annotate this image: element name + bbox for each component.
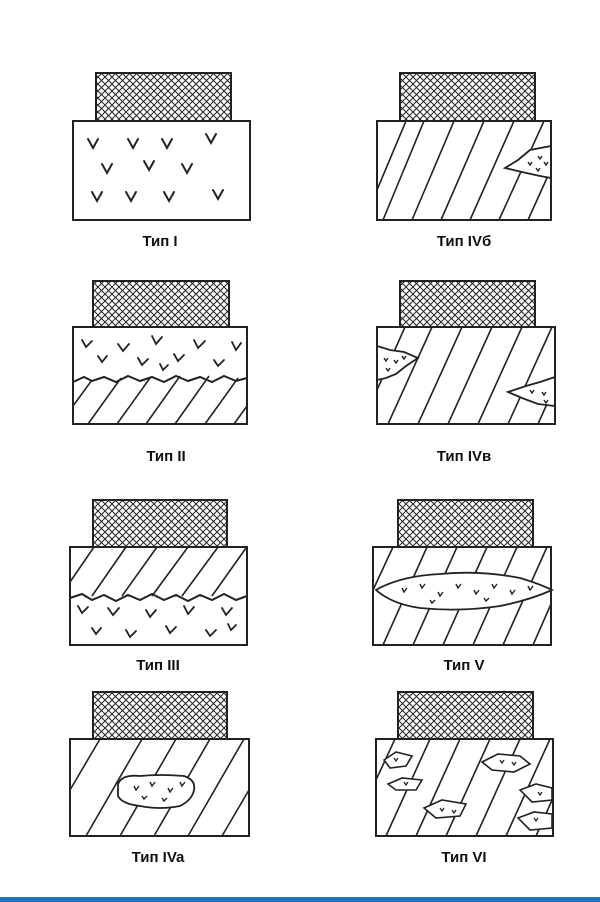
coating-block	[95, 72, 232, 122]
substrate-block	[376, 326, 556, 425]
coating-block	[399, 72, 536, 122]
coating-block	[92, 280, 230, 328]
lens-marks	[401, 583, 534, 605]
hatch-lines	[72, 375, 248, 425]
panel-type-5	[372, 499, 555, 646]
bottom-accent-bar	[0, 897, 600, 902]
coating-block	[397, 499, 534, 548]
coating-block	[92, 499, 228, 548]
caption-type-4v: Тип IVв	[436, 448, 492, 465]
panel-type-2	[72, 280, 248, 425]
panel-type-3	[69, 499, 248, 646]
porous-marks	[81, 335, 242, 372]
scattered-lumps	[382, 751, 553, 831]
hatch-lines	[69, 546, 247, 597]
panel-type-1	[72, 72, 251, 221]
panel-type-4v	[376, 280, 556, 425]
substrate-block	[376, 120, 552, 221]
pocket-marks	[527, 155, 549, 173]
panel-type-4a	[69, 691, 250, 837]
interface-line	[69, 592, 248, 603]
panel-type-4b	[376, 72, 552, 221]
substrate-block	[375, 738, 554, 837]
pocket-marks	[383, 355, 549, 405]
caption-type-5: Тип V	[443, 657, 485, 674]
substrate-block	[72, 326, 248, 425]
lump-marks	[393, 757, 543, 823]
coating-block	[399, 280, 536, 328]
substrate-block	[372, 546, 552, 646]
inclusion-pocket-left	[376, 344, 420, 382]
caption-type-1: Тип I	[142, 233, 178, 250]
substrate-block	[69, 738, 250, 837]
caption-type-6: Тип VI	[441, 849, 487, 866]
lump-marks	[133, 781, 186, 803]
porous-marks	[87, 133, 224, 204]
substrate-block	[69, 546, 248, 646]
coating-block	[92, 691, 228, 740]
inclusion-lump	[117, 774, 196, 809]
coating-block	[397, 691, 534, 740]
caption-type-2: Тип II	[146, 448, 186, 465]
interface-line	[72, 374, 248, 384]
caption-type-3: Тип III	[136, 657, 180, 674]
caption-type-4b: Тип IVб	[436, 233, 492, 250]
substrate-block	[72, 120, 251, 221]
caption-type-4a: Тип IVa	[131, 849, 185, 866]
porous-marks	[77, 605, 237, 639]
panel-type-6	[375, 691, 554, 837]
inclusion-lens	[374, 571, 555, 611]
hatch-lines	[376, 326, 556, 425]
